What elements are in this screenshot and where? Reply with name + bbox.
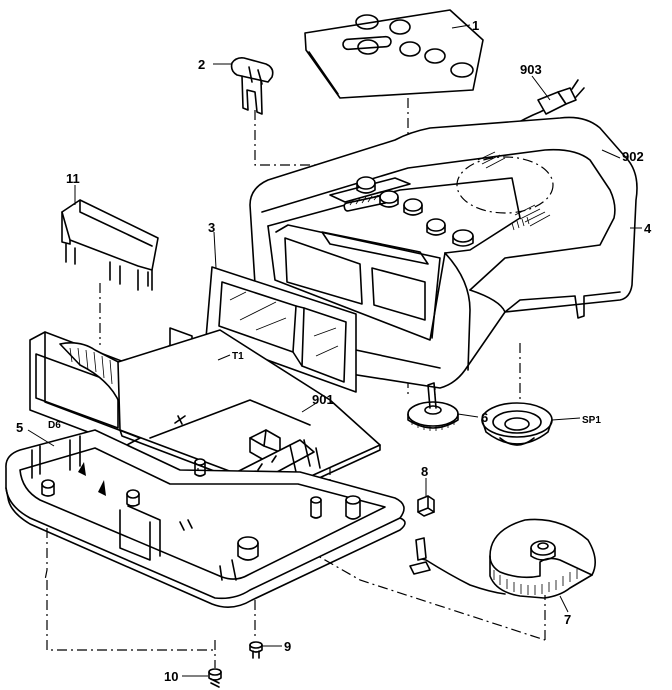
callout-10: 10	[164, 669, 178, 684]
callout-3: 3	[208, 220, 215, 235]
part-1-button-panel	[304, 9, 484, 99]
callout-labels: 1 2 903 902 4 11 3 T1 901 D6 5 6 SP1 8 7…	[16, 18, 652, 684]
callout-t1: T1	[232, 351, 244, 362]
callout-902: 902	[622, 149, 644, 164]
callout-2: 2	[198, 57, 205, 72]
callout-901: 901	[312, 392, 334, 407]
callout-d6: D6	[48, 420, 61, 431]
part-5-bottom-cabinet	[5, 429, 406, 608]
callout-9: 9	[284, 639, 291, 654]
part-7-dial-assembly	[409, 518, 596, 599]
callout-11: 11	[66, 171, 80, 186]
part-6-gear	[407, 382, 459, 431]
part-8-switch	[417, 495, 435, 517]
callout-8: 8	[421, 464, 428, 479]
callout-903: 903	[520, 62, 542, 77]
part-11-lens-cover	[61, 199, 159, 291]
callout-7: 7	[564, 612, 571, 627]
callout-leaders	[27, 24, 642, 677]
callout-4: 4	[644, 221, 652, 236]
part-3-display-filter	[205, 266, 357, 393]
callout-5: 5	[16, 420, 23, 435]
callout-6: 6	[481, 410, 488, 425]
part-10-screw	[208, 668, 222, 688]
callout-1: 1	[472, 18, 479, 33]
callout-sp1: SP1	[582, 415, 601, 426]
part-9-screw	[249, 641, 263, 659]
part-2-clip	[230, 57, 274, 115]
part-sp1-speaker	[481, 402, 553, 446]
